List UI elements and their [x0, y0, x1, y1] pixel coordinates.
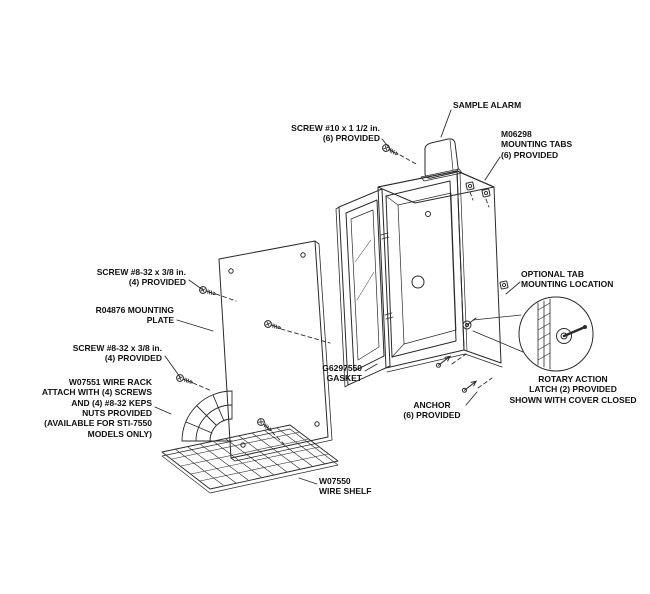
label-wire-shelf: W07550 WIRE SHELF	[319, 476, 372, 497]
label-mounting-tabs: M06298 MOUNTING TABS (6) PROVIDED	[501, 129, 573, 160]
label-sample-alarm: SAMPLE ALARM	[453, 100, 522, 110]
wire-shelf-drawing	[161, 424, 339, 494]
label-screw-10: SCREW #10 x 1 1/2 in. (6) PROVIDED	[291, 123, 380, 144]
label-gasket: G6297550 GASKET	[322, 363, 362, 384]
label-rotary-latch: ROTARY ACTION LATCH (2) PROVIDED SHOWN W…	[509, 374, 637, 405]
mounting-tab-icon	[465, 181, 509, 290]
anchor-icon	[435, 353, 479, 394]
latch-icon	[462, 317, 477, 330]
label-screw-832-lower: SCREW #8-32 x 3/8 in. (4) PROVIDED	[72, 343, 162, 364]
leader-lines	[154, 109, 521, 485]
cabinet-drawing	[377, 170, 503, 373]
assembly-dashed-lines	[192, 154, 493, 445]
label-screw-832-upper: SCREW #8-32 x 3/8 in. (4) PROVIDED	[96, 267, 186, 288]
latch-detail-circle	[472, 296, 594, 372]
wire-rack-drawing	[181, 390, 233, 442]
label-anchor: ANCHOR (6) PROVIDED	[403, 400, 461, 421]
label-optional-tab: OPTIONAL TAB MOUNTING LOCATION	[521, 269, 614, 290]
label-wire-rack: W07551 WIRE RACK ATTACH WITH (4) SCREWS …	[41, 377, 152, 439]
door-drawing	[335, 188, 394, 388]
alarm-drawing	[420, 138, 463, 182]
label-mounting-plate: R04876 MOUNTING PLATE	[95, 305, 174, 326]
